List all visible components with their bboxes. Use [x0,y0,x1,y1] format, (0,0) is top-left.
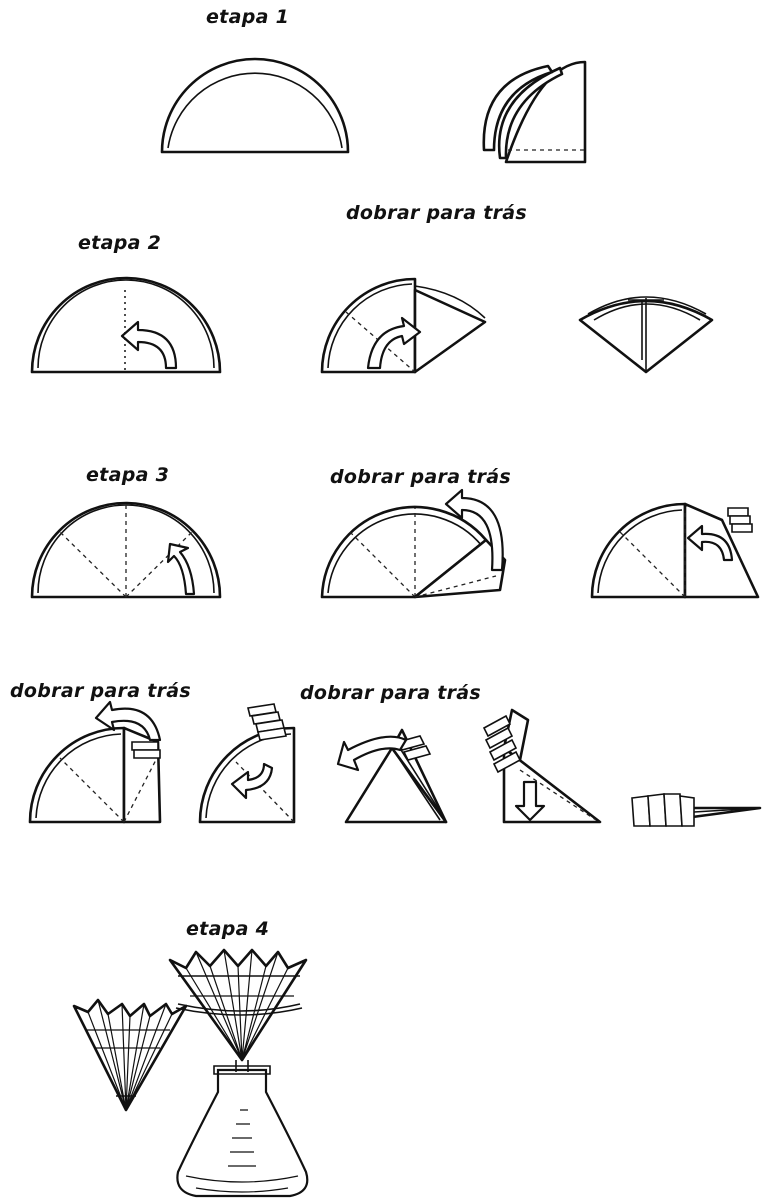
step4-erlenmeyer-flask [177,1066,307,1196]
row4-fig1 [30,702,160,822]
step3-fold-back [322,490,505,597]
row4-fig5 [632,794,760,826]
step4-filter-in-funnel [170,950,306,1072]
row4-fig3 [338,730,446,822]
step1-half-circle [162,59,348,152]
row4-fig4 [484,710,600,822]
step2-folded-cone [580,297,712,372]
step2-half-circle-with-arrow [32,278,220,372]
step2-partially-folded [322,279,485,372]
row4-fig2 [200,704,294,822]
step3-folded-result [592,504,758,597]
step3-half-circle-creased [32,503,220,597]
step1-folded-quarter [484,62,585,162]
step4-fluted-filter [74,1000,186,1110]
